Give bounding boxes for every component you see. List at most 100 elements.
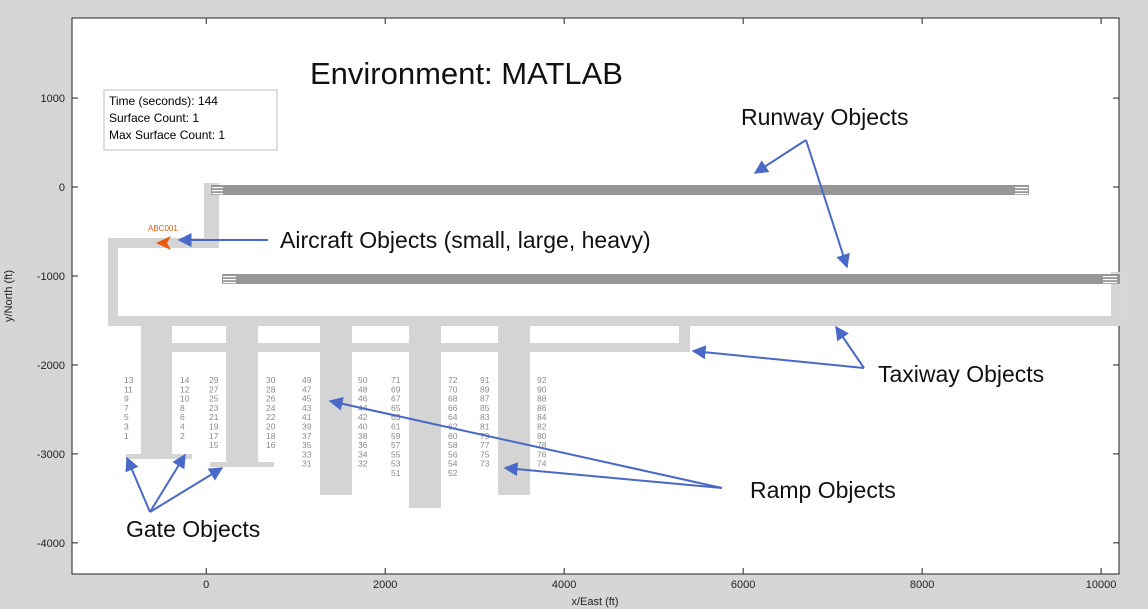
gate-label: 53 [391,459,401,469]
threshold-stripe [212,193,223,195]
gate-label: 43 [302,403,312,413]
gate-label: 48 [358,384,368,394]
gate-label: 6 [180,412,185,422]
gate-label: 5 [124,412,129,422]
gate-label: 78 [537,440,547,450]
gate-label: 9 [124,394,129,404]
threshold-stripe [223,282,236,284]
ramp-3 [320,326,352,495]
gate-label: 67 [391,394,401,404]
gate-label: 35 [302,440,312,450]
gate-label: 8 [180,403,185,413]
arrow-taxiway-south [835,325,865,369]
gate-label: 37 [302,431,312,441]
gate-label: 56 [448,449,458,459]
gate-label: 45 [302,394,312,404]
y-tick-label: -3000 [37,449,65,461]
gate-label: 89 [480,384,490,394]
gate-label: 65 [391,403,401,413]
gate-label: 7 [124,403,129,413]
gate-label: 39 [302,422,312,432]
gate-label: 82 [537,422,547,432]
gate-label: 91 [480,375,490,385]
gate-label: 69 [391,384,401,394]
x-tick-label: 0 [203,579,209,591]
y-tick-label: 1000 [41,93,65,105]
taxiway-south [108,316,1121,326]
gate-label: 60 [448,431,458,441]
gate-label: 26 [266,394,276,404]
gate-label: 76 [537,449,547,459]
info-max-surface-count: Max Surface Count: 1 [109,128,225,142]
gate-label: 4 [180,422,185,432]
gate-label: 84 [537,412,547,422]
label-ramp-objects: Ramp Objects [750,477,896,503]
gate-label: 75 [480,449,490,459]
label-runway-objects: Runway Objects [741,104,908,130]
gate-label: 57 [391,440,401,450]
gate-label: 62 [448,422,458,432]
gate-label: 40 [358,422,368,432]
threshold-stripe [1015,187,1028,189]
ramp-2 [226,326,258,466]
arrow-taxiway-connector [691,345,865,369]
aircraft-objects: ABC001 [148,224,178,250]
gate-label: 23 [209,403,219,413]
y-tick-label: 0 [59,182,65,194]
gate-label: 54 [448,459,458,469]
threshold-stripe [223,279,236,281]
runway-north [211,185,1029,195]
gate-label: 12 [180,384,190,394]
ramp-4 [409,326,441,508]
x-axis-label: x/East (ft) [571,596,618,608]
gate-label: 41 [302,412,312,422]
gate-label: 61 [391,422,401,432]
y-tick-label: -2000 [37,360,65,372]
figure-title: Environment: MATLAB [310,56,623,91]
info-box-frame [103,89,278,151]
threshold-stripe [1103,282,1117,284]
taxiway-connector-west [204,183,219,248]
arrow-ramp-3 [328,396,723,489]
gate-label: 19 [209,422,219,432]
x-tick-label: 8000 [910,579,934,591]
gate-stubs [126,454,274,467]
gate-label: 18 [266,431,276,441]
gate-label: 70 [448,384,458,394]
gate-label: 83 [480,412,490,422]
gate-label: 87 [480,394,490,404]
gate-stub-row-2 [210,462,274,467]
gate-label: 30 [266,375,276,385]
annotation-arrows [125,139,865,513]
gate-label: 71 [391,375,401,385]
gate-label: 22 [266,412,276,422]
runway-threshold-markings [212,187,1117,284]
gate-label: 34 [358,449,368,459]
gate-label: 59 [391,431,401,441]
gate-label: 90 [537,384,547,394]
gate-label: 33 [302,449,312,459]
taxiway-east [1111,272,1121,326]
label-taxiway-objects: Taxiway Objects [878,361,1044,387]
gate-label: 38 [358,431,368,441]
gate-label: 1 [124,431,129,441]
gate-label: 58 [448,440,458,450]
runway-south [222,274,1120,284]
aircraft-icon [156,236,171,250]
gate-label: 2 [180,431,185,441]
gate-label: 73 [480,459,490,469]
gate-label: 63 [391,412,401,422]
gate-label: 72 [448,375,458,385]
x-tick-label: 10000 [1086,579,1117,591]
x-tick-label: 4000 [552,579,576,591]
gate-label: 74 [537,459,547,469]
gate-label: 16 [266,440,276,450]
gate-label: 11 [124,384,133,394]
gate-labels: 1311975311412108642292725232119171530282… [124,375,547,478]
gate-label: 27 [209,384,219,394]
gate-label: 28 [266,384,276,394]
gate-label: 36 [358,440,368,450]
gate-label: 88 [537,394,547,404]
y-tick-label: -1000 [37,271,65,283]
